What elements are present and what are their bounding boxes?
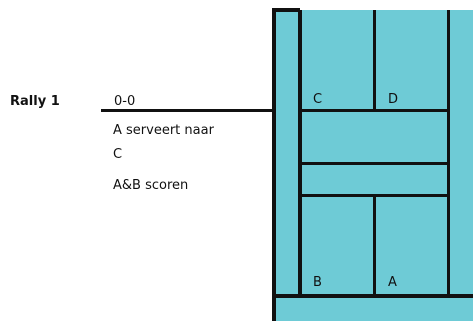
- court-back-line: [272, 294, 473, 298]
- court-net-line: [298, 162, 450, 165]
- rally-label: Rally 1: [10, 94, 60, 109]
- pointer-line: [101, 109, 273, 112]
- court-top-corner: [272, 8, 300, 12]
- court-right-sideline: [447, 10, 450, 296]
- score-text: 0-0: [114, 94, 136, 109]
- court-center-line-top: [373, 10, 376, 110]
- court-area: [272, 10, 473, 321]
- description-line-1: A serveert naar: [113, 123, 214, 138]
- description-line-3: A&B scoren: [113, 178, 189, 193]
- court-service-line-bottom: [298, 194, 450, 197]
- court-center-line-bottom: [373, 196, 376, 296]
- player-label-c: C: [313, 92, 323, 107]
- player-label-d: D: [388, 92, 399, 107]
- player-label-b: B: [313, 275, 322, 290]
- court-service-line-top: [298, 109, 450, 112]
- player-label-a: A: [388, 275, 397, 290]
- court-inner-sideline: [298, 10, 302, 296]
- description-line-2: C: [113, 147, 123, 162]
- court-left-sideline: [272, 10, 276, 321]
